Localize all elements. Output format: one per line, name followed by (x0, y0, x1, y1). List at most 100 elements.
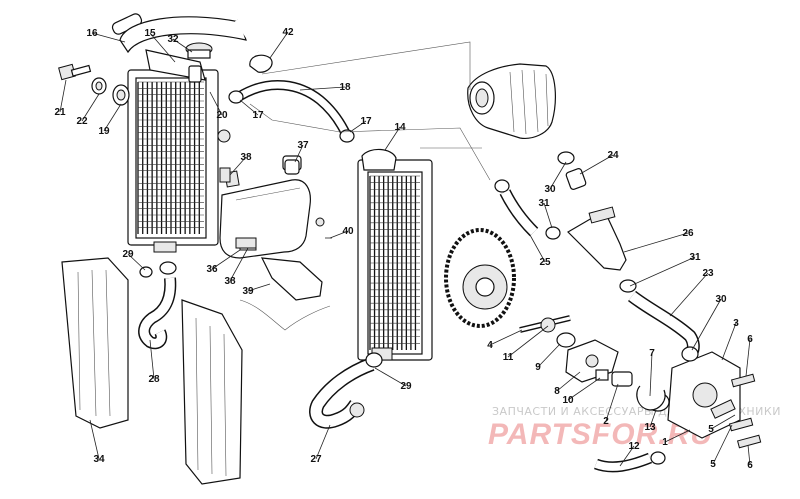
callout-27: 27 (310, 454, 322, 465)
callout-29: 29 (400, 381, 412, 392)
leader-line (247, 283, 271, 292)
callout-36: 36 (206, 264, 218, 275)
callout-34: 34 (93, 454, 105, 465)
hose-clamp-17 (228, 90, 244, 104)
leader-line (579, 154, 614, 175)
leader-line (209, 91, 223, 116)
callout-6: 6 (747, 460, 753, 471)
callout-4: 4 (487, 340, 493, 351)
leader-line (127, 253, 146, 271)
callout-24: 24 (607, 150, 619, 161)
leader-line (745, 338, 751, 377)
leader-line (664, 429, 691, 443)
callout-29: 29 (122, 249, 134, 260)
callout-9: 9 (535, 362, 541, 373)
leader-line (507, 325, 549, 358)
leader-line (81, 93, 100, 122)
washer-22 (91, 77, 107, 95)
leader-line (619, 445, 635, 467)
callout-14: 14 (394, 122, 406, 133)
leader-line (649, 352, 653, 397)
callout-37: 37 (297, 140, 309, 151)
leader-line (211, 249, 241, 270)
thermostat-housing-26 (567, 213, 627, 271)
callout-16: 16 (86, 28, 98, 39)
leader-line (529, 234, 546, 263)
leader-line (691, 298, 722, 351)
leader-line (229, 247, 249, 282)
leader-line (747, 444, 751, 466)
callout-5: 5 (708, 424, 714, 435)
leader-line (556, 371, 581, 392)
leader-line (89, 419, 100, 460)
callout-23: 23 (702, 268, 714, 279)
callout-31: 31 (538, 198, 550, 209)
callout-19: 19 (98, 126, 110, 137)
callout-39: 39 (242, 286, 254, 297)
leader-line (605, 383, 619, 422)
right-radiator (357, 148, 433, 361)
callout-17: 17 (360, 116, 372, 127)
leader-line (329, 230, 349, 239)
callout-30: 30 (715, 294, 727, 305)
leader-line (623, 232, 689, 253)
leader-line (649, 409, 657, 428)
callout-3: 3 (733, 318, 739, 329)
callout-18: 18 (339, 82, 351, 93)
bearing-10 (595, 369, 609, 381)
callout-32: 32 (167, 34, 179, 45)
leader-line (629, 256, 696, 287)
seal-9 (556, 332, 576, 348)
leader-line (384, 126, 401, 151)
callout-12: 12 (628, 441, 640, 452)
leader-line (543, 202, 553, 229)
callout-28: 28 (148, 374, 160, 385)
cap-37 (284, 159, 300, 175)
clip-42 (249, 54, 273, 73)
leader-line (712, 424, 733, 465)
grommet-19 (112, 84, 130, 106)
screw-6 (736, 434, 762, 449)
leader-line (91, 32, 126, 43)
callout-20: 20 (216, 110, 228, 121)
leader-line (149, 32, 176, 63)
callout-25: 25 (539, 257, 551, 268)
leader-line (549, 161, 567, 190)
leader-line (374, 367, 407, 387)
leader-line (315, 424, 331, 460)
callout-1: 1 (662, 437, 668, 448)
callout-2: 2 (603, 416, 609, 427)
leader-line (172, 38, 193, 53)
leader-line (721, 322, 737, 361)
air-intake (467, 63, 556, 139)
callout-5: 5 (710, 459, 716, 470)
leader-line (489, 329, 523, 346)
radiator-shroud-lower (181, 299, 243, 485)
bolt-21 (58, 63, 92, 81)
impeller-2 (611, 371, 633, 387)
callout-21: 21 (54, 107, 66, 118)
callout-15: 15 (144, 28, 156, 39)
callout-7: 7 (649, 348, 655, 359)
leader-line (239, 99, 259, 116)
callout-13: 13 (644, 422, 656, 433)
callout-6: 6 (747, 334, 753, 345)
grommet-20 (217, 129, 231, 143)
left-radiator (111, 13, 247, 253)
pump-shaft (519, 315, 571, 333)
pad-38 (219, 167, 231, 183)
callout-17: 17 (252, 110, 264, 121)
callout-38: 38 (224, 276, 236, 287)
leader-line (710, 414, 736, 430)
callout-10: 10 (562, 395, 574, 406)
leader-line (229, 156, 247, 176)
water-pump-chain (444, 228, 516, 328)
callout-22: 22 (76, 116, 88, 127)
leader-line (567, 377, 601, 401)
leader-line (294, 144, 304, 163)
callout-40: 40 (342, 226, 354, 237)
leader-line (299, 86, 346, 91)
callout-31: 31 (689, 252, 701, 263)
callout-26: 26 (682, 228, 694, 239)
